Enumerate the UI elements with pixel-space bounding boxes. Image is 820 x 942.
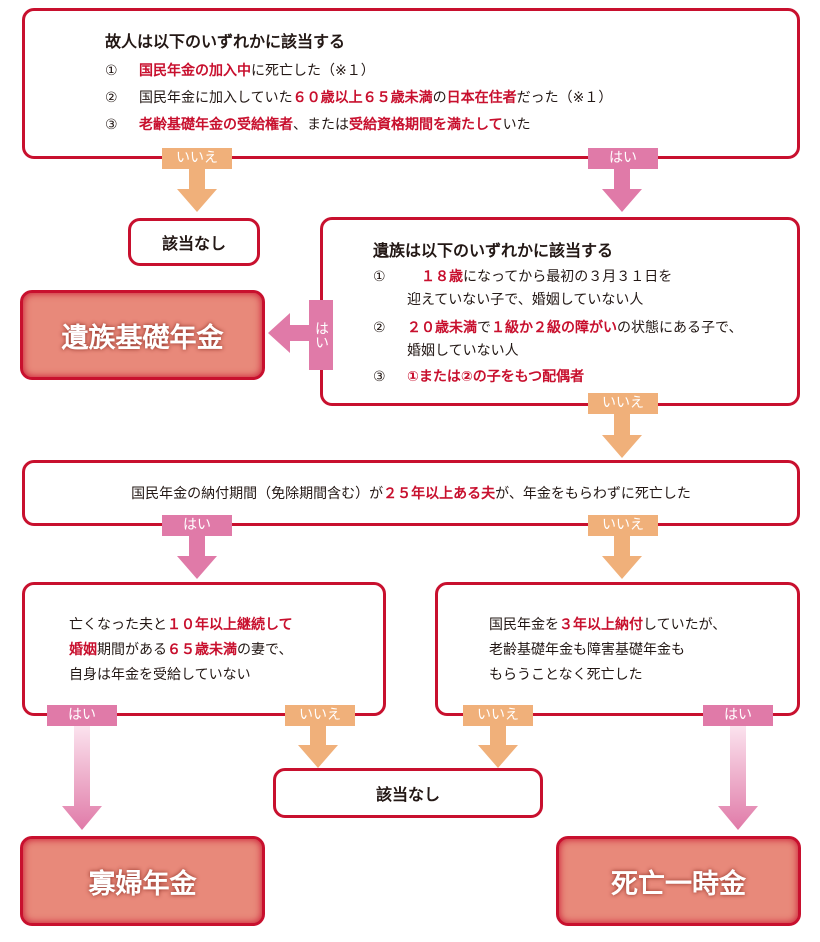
question-2-item-num: ②	[373, 320, 386, 336]
result-death-lump-sum: 死亡一時金	[556, 836, 801, 926]
text-segment: 老齢基礎年金も障害基礎年金も	[489, 642, 685, 658]
no-label: いいえ	[162, 148, 232, 169]
highlight-text: １８歳	[407, 269, 463, 285]
question-1-title: 故人は以下のいずれかに該当する	[105, 32, 346, 51]
text-segment: で	[477, 320, 491, 336]
text-segment: の	[432, 90, 447, 106]
question-4-line: 婚姻期間がある６５歳未満の妻で、	[69, 641, 292, 659]
text-segment: 国民年金を	[489, 617, 559, 633]
highlight-text: １級か２級の障がい	[491, 320, 617, 336]
down-arrow-icon	[602, 414, 642, 458]
question-5-line: もらうことなく死亡した	[489, 666, 643, 684]
not-applicable-box: 該当なし	[273, 768, 543, 818]
question-2-item-num: ①	[373, 269, 386, 285]
question-2-item-num: ③	[373, 369, 386, 385]
question-2-item-line2: 婚姻していない人	[407, 343, 519, 359]
question-2-item: １８歳になってから最初の３月３１日を	[407, 268, 672, 286]
question-1-item: 国民年金に加入していた６０歳以上６５歳未満の日本在住者だった（※１）	[139, 89, 612, 107]
question-1-item-num: ②	[105, 90, 118, 106]
question-2-title: 遺族は以下のいずれかに該当する	[373, 241, 614, 260]
text-segment: 亡くなった夫と	[69, 617, 167, 633]
highlight-text: ６５歳未満	[167, 642, 237, 658]
text-segment: 期間がある	[97, 642, 167, 658]
yes-label: はい	[309, 300, 333, 370]
question-4-line: 自身は年金を受給していない	[69, 666, 251, 684]
question-5-line: 老齢基礎年金も障害基礎年金も	[489, 641, 685, 659]
no-label: いいえ	[588, 515, 658, 536]
no-label: いいえ	[463, 705, 533, 726]
question-3-text: 国民年金の納付期間（免除期間含む）が２５年以上ある夫が、年金をもらわずに死亡した	[25, 485, 797, 503]
text-segment: 自身は年金を受給していない	[69, 667, 251, 683]
question-2-item: ２０歳未満で１級か２級の障がいの状態にある子で、	[407, 319, 742, 337]
text-segment: だった（※１）	[516, 90, 613, 106]
yes-label: はい	[703, 705, 773, 726]
highlight-text: 日本在住者	[446, 90, 517, 106]
text-segment: もらうことなく死亡した	[489, 667, 643, 683]
highlight-text: 老齢基礎年金の受給権者	[139, 117, 293, 133]
question-2-box: 遺族は以下のいずれかに該当する ① １８歳になってから最初の３月３１日を 迎えて…	[320, 217, 800, 406]
question-1-item-num: ③	[105, 117, 118, 133]
no-label: いいえ	[588, 393, 658, 414]
highlight-text: ３年以上納付	[559, 617, 643, 633]
highlight-text: ２０歳未満	[407, 320, 477, 336]
question-1-item: 老齢基礎年金の受給権者、または受給資格期間を満たしていた	[139, 116, 531, 134]
highlight-text: 婚姻	[69, 642, 97, 658]
highlight-text: ２５年以上ある夫	[383, 486, 496, 502]
yes-label: はい	[162, 515, 232, 536]
question-1-box: 故人は以下のいずれかに該当する ① 国民年金の加入中に死亡した（※１） ② 国民…	[22, 8, 800, 159]
question-1-item-num: ①	[105, 63, 118, 79]
down-arrow-icon	[718, 726, 758, 830]
text-segment: していたが、	[643, 617, 727, 633]
question-4-line: 亡くなった夫と１０年以上継続して	[69, 616, 293, 634]
highlight-text: 国民年金の加入中	[139, 63, 251, 79]
text-segment: 国民年金に加入していた	[139, 90, 293, 106]
question-3-box: 国民年金の納付期間（免除期間含む）が２５年以上ある夫が、年金をもらわずに死亡した	[22, 460, 800, 526]
no-label: いいえ	[285, 705, 355, 726]
result-survivor-basic-pension: 遺族基礎年金	[20, 290, 265, 380]
down-arrow-icon	[602, 169, 642, 212]
text-segment: 、または	[293, 117, 349, 133]
text-segment: に死亡した（※１）	[251, 63, 375, 79]
down-arrow-icon	[62, 726, 102, 830]
down-arrow-icon	[177, 169, 217, 212]
down-arrow-icon	[177, 536, 217, 579]
text-segment: になってから最初の３月３１日を	[463, 269, 673, 285]
highlight-text: １０年以上継続して	[167, 617, 293, 633]
result-widow-pension: 寡婦年金	[20, 836, 265, 926]
not-applicable-box: 該当なし	[128, 218, 260, 266]
text-segment: いた	[502, 117, 531, 133]
question-2-item: ①または②の子をもつ配偶者	[407, 368, 584, 386]
text-segment: の妻で、	[237, 642, 293, 658]
yes-label: はい	[588, 148, 658, 169]
text-segment: 国民年金の納付期間（免除期間含む）が	[131, 486, 384, 502]
highlight-text: ①または②の子をもつ配偶者	[407, 369, 585, 385]
text-segment: の状態にある子で、	[617, 320, 743, 336]
yes-label: はい	[47, 705, 117, 726]
question-1-item: 国民年金の加入中に死亡した（※１）	[139, 62, 375, 80]
highlight-text: 受給資格期間を満たして	[349, 117, 503, 133]
down-arrow-icon	[298, 726, 338, 768]
down-arrow-icon	[478, 726, 518, 768]
question-5-line: 国民年金を３年以上納付していたが、	[489, 616, 726, 634]
question-5-box: 国民年金を３年以上納付していたが、 老齢基礎年金も障害基礎年金も もらうことなく…	[435, 582, 800, 716]
down-arrow-icon	[602, 536, 642, 579]
left-arrow-icon	[268, 313, 310, 353]
highlight-text: ６０歳以上６５歳未満	[292, 90, 433, 106]
question-2-item-line2: 迎えていない子で、婚姻していない人	[407, 292, 644, 308]
question-4-box: 亡くなった夫と１０年以上継続して 婚姻期間がある６５歳未満の妻で、 自身は年金を…	[22, 582, 386, 716]
text-segment: が、年金をもらわずに死亡した	[495, 486, 691, 502]
